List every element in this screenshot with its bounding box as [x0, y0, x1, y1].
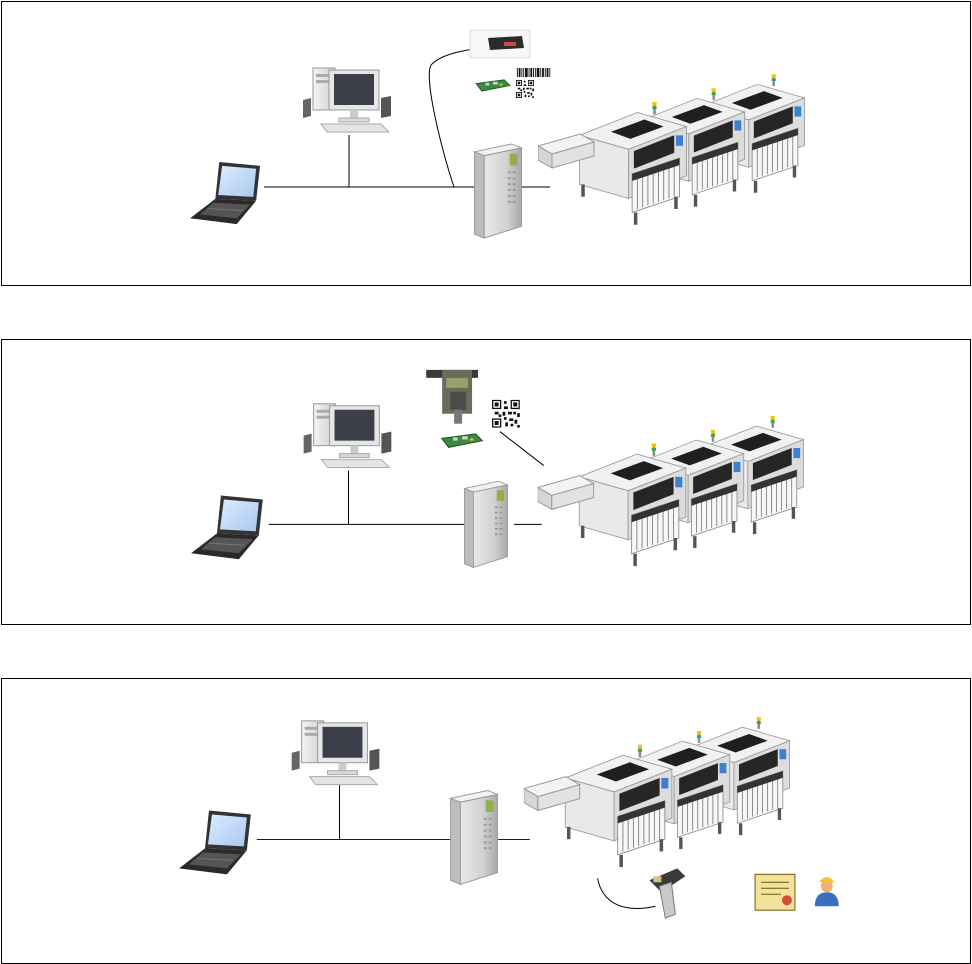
- panel-2-scene: [2, 340, 972, 625]
- placement-machine-line-icon: [538, 74, 805, 225]
- qr-code-icon: [492, 400, 520, 428]
- panel-1-scene: [2, 2, 972, 287]
- laptop-icon: [191, 495, 263, 559]
- server-icon: [474, 144, 521, 238]
- diagram-panel-3: [1, 678, 971, 964]
- diagram-panel-1: [1, 1, 971, 286]
- barcode-icon: [516, 68, 552, 77]
- laptop-icon: [190, 162, 260, 224]
- operator-icon: [815, 877, 839, 906]
- placement-machine-line-icon: [524, 717, 790, 867]
- pcb-board-icon: [476, 80, 510, 91]
- server-icon: [451, 791, 498, 885]
- server-icon: [464, 481, 507, 567]
- placement-machine-line-icon: [538, 416, 804, 566]
- placement-head-camera-icon: [426, 370, 478, 424]
- diagram-panel-2: [1, 339, 971, 625]
- desktop-pc-icon: [292, 721, 380, 785]
- laser-barcode-scanner-icon: [470, 30, 530, 58]
- desktop-pc-icon: [304, 404, 392, 468]
- pcb-board-icon: [442, 434, 482, 447]
- qr-code-icon: [516, 80, 534, 98]
- certificate-document-icon: [755, 874, 795, 910]
- laptop-icon: [179, 811, 251, 875]
- handheld-barcode-scanner-icon: [649, 868, 685, 918]
- panel-3-scene: [2, 679, 972, 964]
- desktop-pc-icon: [303, 68, 391, 132]
